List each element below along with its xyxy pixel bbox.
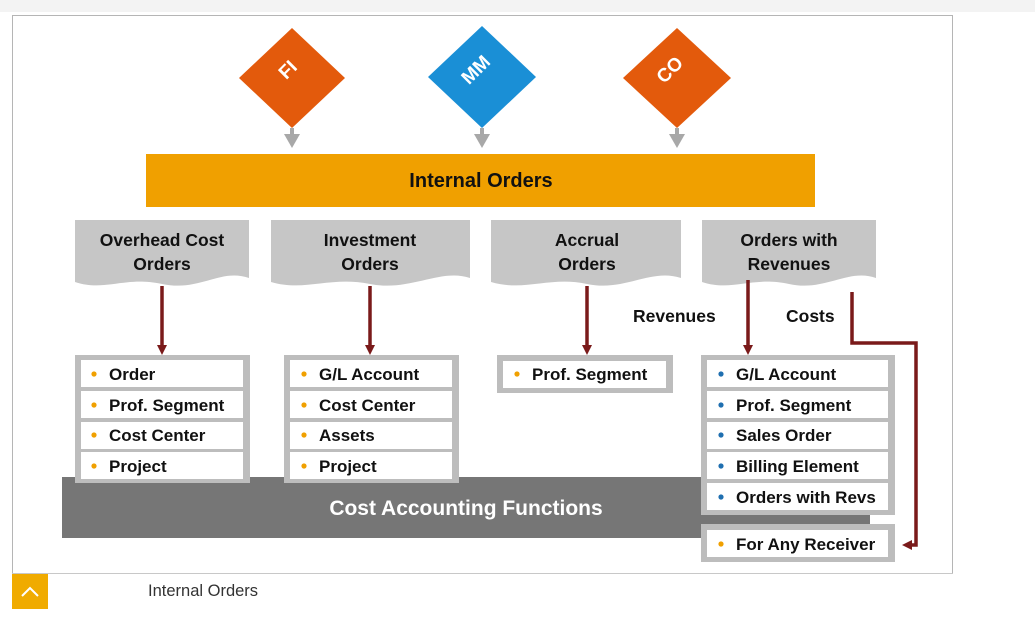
module-fi: FI xyxy=(239,28,345,128)
list-item: Cost Center xyxy=(109,426,206,445)
edge-label-revenues: Revenues xyxy=(633,306,716,326)
list-investment: G/L Account Cost Center Assets Project xyxy=(284,355,459,483)
list-overhead: Order Prof. Segment Cost Center Project xyxy=(75,355,250,483)
list-item: Orders with Revs xyxy=(736,488,876,507)
list-item: Order xyxy=(109,365,156,384)
module-co: CO xyxy=(623,28,731,128)
list-item: Prof. Segment xyxy=(532,365,648,384)
list-item: Prof. Segment xyxy=(736,396,852,415)
order-type-accrual-line2: Orders xyxy=(558,254,616,274)
list-item: Assets xyxy=(319,426,375,445)
order-type-revenues: Orders with Revenues xyxy=(702,220,876,286)
order-type-overhead-line2: Orders xyxy=(133,254,191,274)
list-item: Cost Center xyxy=(319,396,416,415)
order-type-accrual-line1: Accrual xyxy=(555,230,619,250)
scroll-top-button[interactable] xyxy=(12,574,48,609)
order-type-revenues-line2: Revenues xyxy=(748,254,831,274)
list-item: Sales Order xyxy=(736,426,832,445)
order-type-accrual: Accrual Orders xyxy=(491,220,681,286)
list-accrual: Prof. Segment xyxy=(497,355,673,393)
module-mm: MM xyxy=(428,26,536,128)
list-receiver: For Any Receiver xyxy=(701,524,895,562)
internal-orders-banner-label: Internal Orders xyxy=(409,170,552,192)
order-type-investment: Investment Orders xyxy=(271,220,470,286)
internal-orders-banner xyxy=(146,154,815,207)
list-item: Prof. Segment xyxy=(109,396,225,415)
edge-label-costs: Costs xyxy=(786,306,835,326)
list-revenues: G/L Account Prof. Segment Sales Order Bi… xyxy=(701,355,895,515)
list-item: For Any Receiver xyxy=(736,535,876,554)
top-bar xyxy=(0,0,1035,12)
cost-accounting-functions-label: Cost Accounting Functions xyxy=(329,497,602,520)
module-connectors xyxy=(284,128,685,148)
settlement-arrows xyxy=(157,280,918,550)
list-item: G/L Account xyxy=(319,365,419,384)
order-type-investment-line2: Orders xyxy=(341,254,399,274)
list-item: Project xyxy=(109,457,167,476)
chevron-up-icon xyxy=(21,586,39,597)
order-type-overhead-line1: Overhead Cost xyxy=(100,230,225,250)
footer-bar: Internal Orders xyxy=(12,573,953,609)
list-item: Billing Element xyxy=(736,457,859,476)
order-type-investment-line1: Investment xyxy=(324,230,417,250)
order-type-overhead: Overhead Cost Orders xyxy=(75,220,249,286)
list-item: G/L Account xyxy=(736,365,836,384)
footer-title: Internal Orders xyxy=(148,582,259,600)
list-item: Project xyxy=(319,457,377,476)
order-type-revenues-line1: Orders with xyxy=(740,230,837,250)
